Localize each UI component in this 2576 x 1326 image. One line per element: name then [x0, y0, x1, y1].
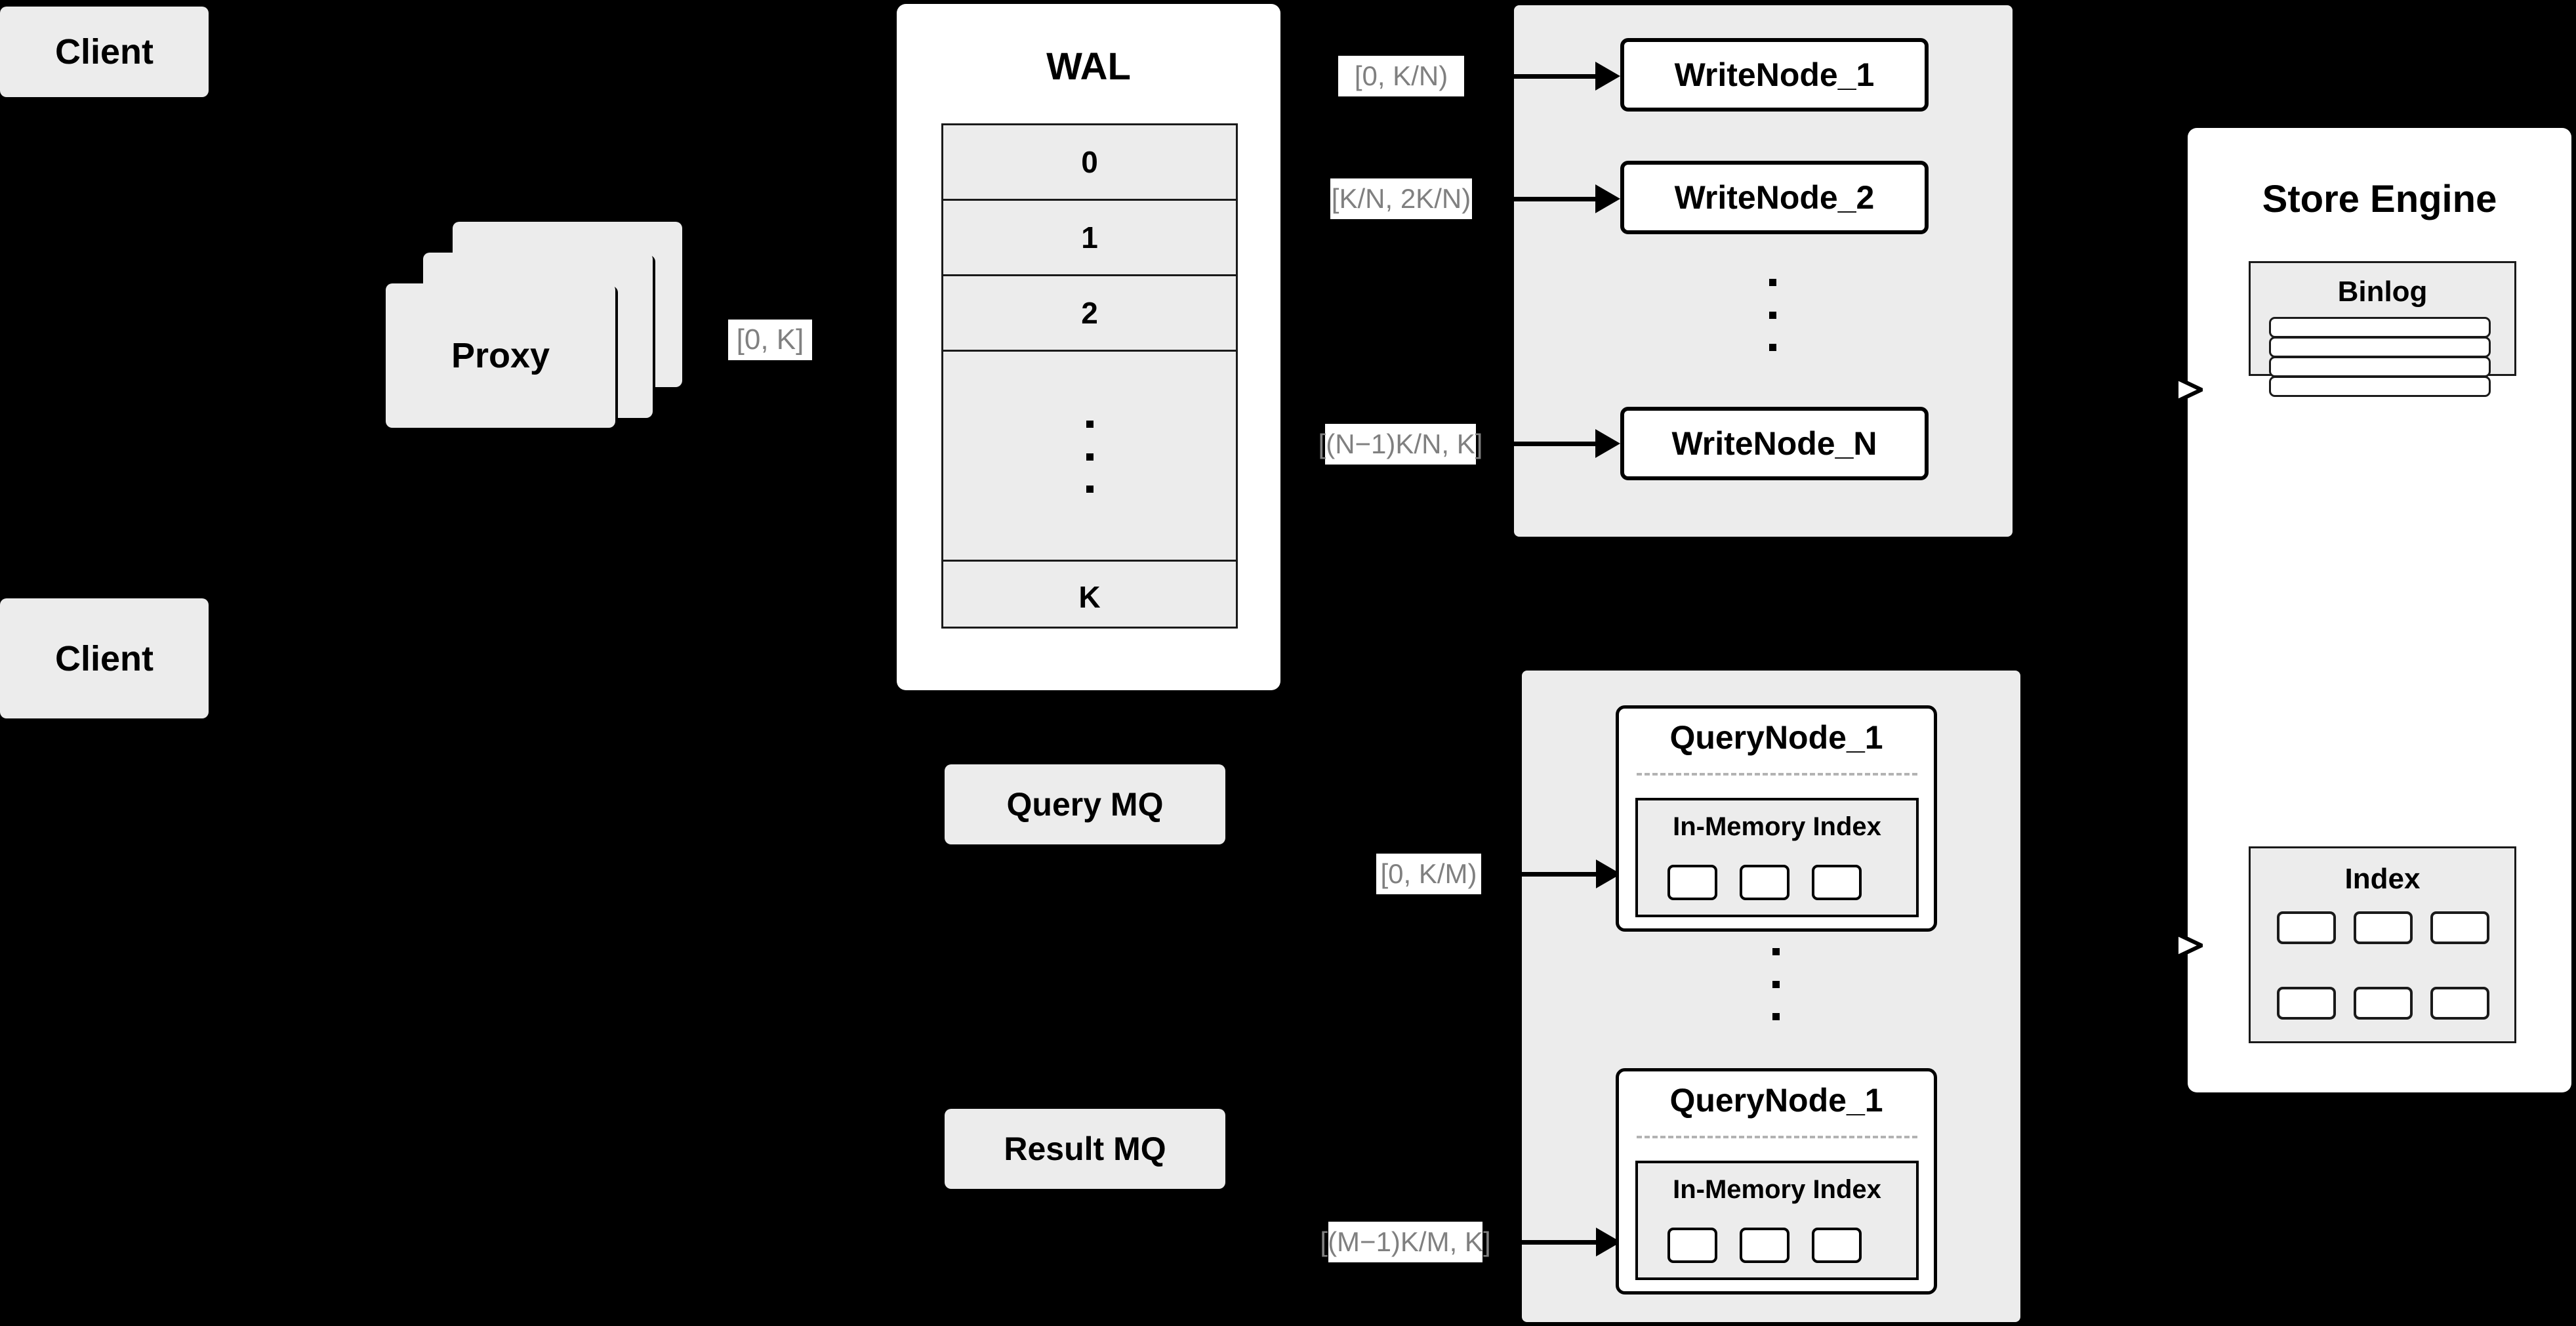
edge-label-wal-to-writenode-n: [(N−1)K/N, K]: [1319, 424, 1482, 465]
arrow-line-writenode-2: [1510, 197, 1599, 201]
arrow-line-querynode-1: [1515, 872, 1599, 877]
index-cell-2: [2354, 911, 2413, 944]
query-node-m-chip-2: [1740, 1228, 1789, 1263]
query-node-m-memory-index-label: In-Memory Index: [1673, 1175, 1881, 1204]
query-node-m-chip-1: [1667, 1228, 1717, 1263]
binlog-row-2: [2269, 337, 2491, 358]
proxy-card-front: [386, 283, 615, 428]
write-node-1-label: WriteNode_1: [1674, 56, 1875, 93]
query-node-m-divider: [1637, 1136, 1917, 1138]
edge-label-wal-to-writenode-1: [0, K/N): [1338, 56, 1464, 96]
arrow-line-writenode-n: [1510, 442, 1599, 446]
wal-title: WAL: [1046, 45, 1131, 88]
write-node-2[interactable]: WriteNode_2: [1620, 161, 1929, 234]
query-mq-box: Query MQ: [945, 764, 1225, 844]
arrow-index-inflow: [2150, 930, 2207, 961]
binlog-title: Binlog: [2337, 276, 2428, 308]
arrow-line-querynode-m: [1515, 1240, 1599, 1245]
edge-label-mq-to-querynode-m: [(M−1)K/M, K]: [1320, 1222, 1491, 1262]
wal-row-2: 2: [943, 276, 1236, 352]
index-cell-6: [2430, 987, 2489, 1020]
query-mq-label: Query MQ: [1006, 786, 1164, 823]
query-node-1-label: QueryNode_1: [1669, 719, 1883, 756]
result-mq-label: Result MQ: [1004, 1130, 1166, 1167]
query-node-1-chip-3: [1812, 865, 1862, 900]
result-mq-box: Result MQ: [945, 1109, 1225, 1189]
write-node-2-label: WriteNode_2: [1674, 179, 1875, 216]
store-engine-title: Store Engine: [2262, 178, 2497, 220]
binlog-row-1: [2269, 317, 2491, 338]
query-node-1-memory-index-label: In-Memory Index: [1673, 812, 1881, 841]
query-node-m-label: QueryNode_1: [1669, 1082, 1883, 1119]
query-node-1-chip-1: [1667, 865, 1717, 900]
index-title: Index: [2344, 863, 2421, 895]
client-label-top: Client: [54, 32, 153, 72]
query-node-1-chip-2: [1740, 865, 1789, 900]
arrow-binlog-inflow: [2150, 374, 2207, 405]
client-label-bottom: Client: [54, 638, 153, 678]
arrow-head-writenode-2: [1595, 184, 1620, 213]
client-box-bottom: Client: [0, 598, 209, 718]
proxy-label: Proxy: [451, 336, 550, 375]
edge-label-wal-to-writenode-2: [K/N, 2K/N): [1330, 178, 1472, 219]
edge-label-proxy-to-wal: [0, K]: [728, 320, 812, 360]
query-node-m-chip-3: [1812, 1228, 1862, 1263]
write-node-1[interactable]: WriteNode_1: [1620, 38, 1929, 112]
binlog-row-4: [2269, 376, 2491, 397]
wal-row-ellipsis: [943, 352, 1236, 562]
wal-row-1: 1: [943, 201, 1236, 276]
index-cell-5: [2354, 987, 2413, 1020]
index-cell-3: [2430, 911, 2489, 944]
arrow-line-writenode-1: [1510, 74, 1599, 79]
write-node-n[interactable]: WriteNode_N: [1620, 407, 1929, 480]
edge-label-mq-to-querynode-1: [0, K/M): [1376, 854, 1481, 894]
client-box-top: Client: [0, 7, 209, 97]
wal-ellipsis-icon: [1086, 421, 1094, 493]
index-cell-1: [2277, 911, 2336, 944]
wal-row-k: K: [1078, 580, 1101, 614]
write-node-n-label: WriteNode_N: [1671, 425, 1877, 462]
binlog-row-3: [2269, 356, 2491, 377]
query-node-1-divider: [1637, 773, 1917, 776]
arrow-head-writenode-n: [1595, 429, 1620, 458]
write-group-ellipsis-icon: [1769, 279, 1776, 351]
index-cell-4: [2277, 987, 2336, 1020]
wal-table: 0 1 2 K: [941, 123, 1238, 629]
query-group-ellipsis-icon: [1772, 948, 1780, 1020]
wal-row-0: 0: [943, 125, 1236, 201]
arrow-head-writenode-1: [1595, 62, 1620, 91]
